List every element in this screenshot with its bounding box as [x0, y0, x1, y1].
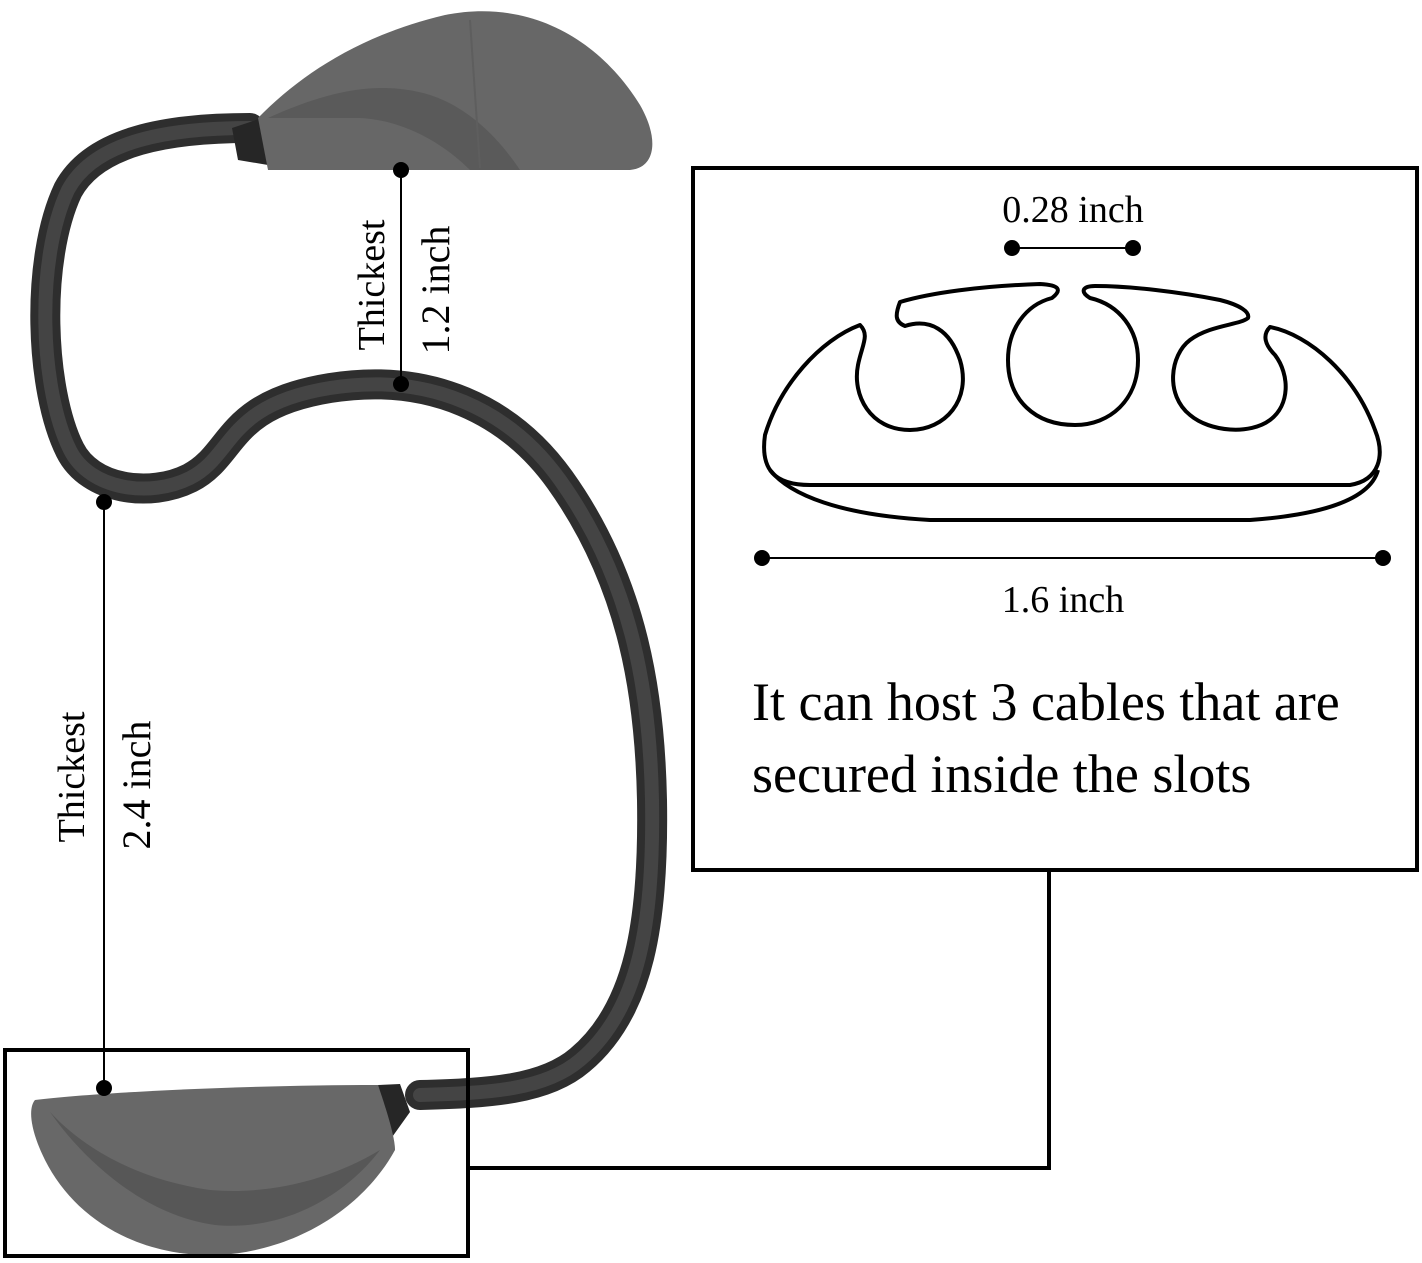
width-dimension-dot-left — [754, 550, 770, 566]
detail-caption-line1: It can host 3 cables that are — [752, 672, 1340, 732]
cross-section-bottom-curve — [768, 468, 1380, 522]
cable-strap — [30, 113, 668, 1110]
cross-section-outline — [762, 282, 1382, 487]
width-dimension-dot-right — [1375, 550, 1391, 566]
bottom-end-slot — [50, 1112, 380, 1226]
top-dimension-dot-upper — [393, 162, 409, 178]
cable-outer — [30, 113, 668, 1110]
top-dimension-label: Thickest — [351, 219, 393, 350]
top-end-fold — [268, 88, 520, 170]
cross-section — [762, 282, 1382, 522]
top-dimension: Thickest 1.2 inch — [351, 162, 458, 392]
top-end-piece — [232, 11, 653, 170]
bottom-end-piece — [31, 1084, 410, 1256]
top-end-body — [258, 11, 653, 170]
side-dimension-value: 2.4 inch — [114, 721, 159, 850]
width-dimension-label: 1.6 inch — [1002, 579, 1124, 621]
top-end-seam — [469, 19, 481, 169]
top-end-collar — [232, 118, 268, 165]
detail-box: 0.28 inch 1.6 inch It can host 3 cables … — [691, 166, 1419, 872]
side-dimension-dot-upper — [96, 494, 112, 510]
connector-line — [468, 870, 1051, 1170]
slot-gap-dot-left — [1004, 240, 1020, 256]
side-dimension-label: Thickest — [51, 711, 93, 842]
slot-gap-label: 0.28 inch — [1002, 189, 1143, 231]
side-dimension-dot-lower — [96, 1080, 112, 1096]
detail-caption-line2: secured inside the slots — [752, 744, 1251, 804]
side-dimension: Thickest 2.4 inch — [51, 494, 159, 1096]
bottom-end-collar — [378, 1084, 410, 1140]
top-dimension-dot-lower — [393, 376, 409, 392]
bottom-end-body — [31, 1085, 395, 1256]
top-dimension-value: 1.2 inch — [413, 226, 458, 355]
slot-gap-dot-right — [1125, 240, 1141, 256]
bottom-highlight-box — [3, 1048, 470, 1258]
cable-highlight — [38, 121, 660, 1102]
highlight-connector — [3, 870, 1051, 1258]
